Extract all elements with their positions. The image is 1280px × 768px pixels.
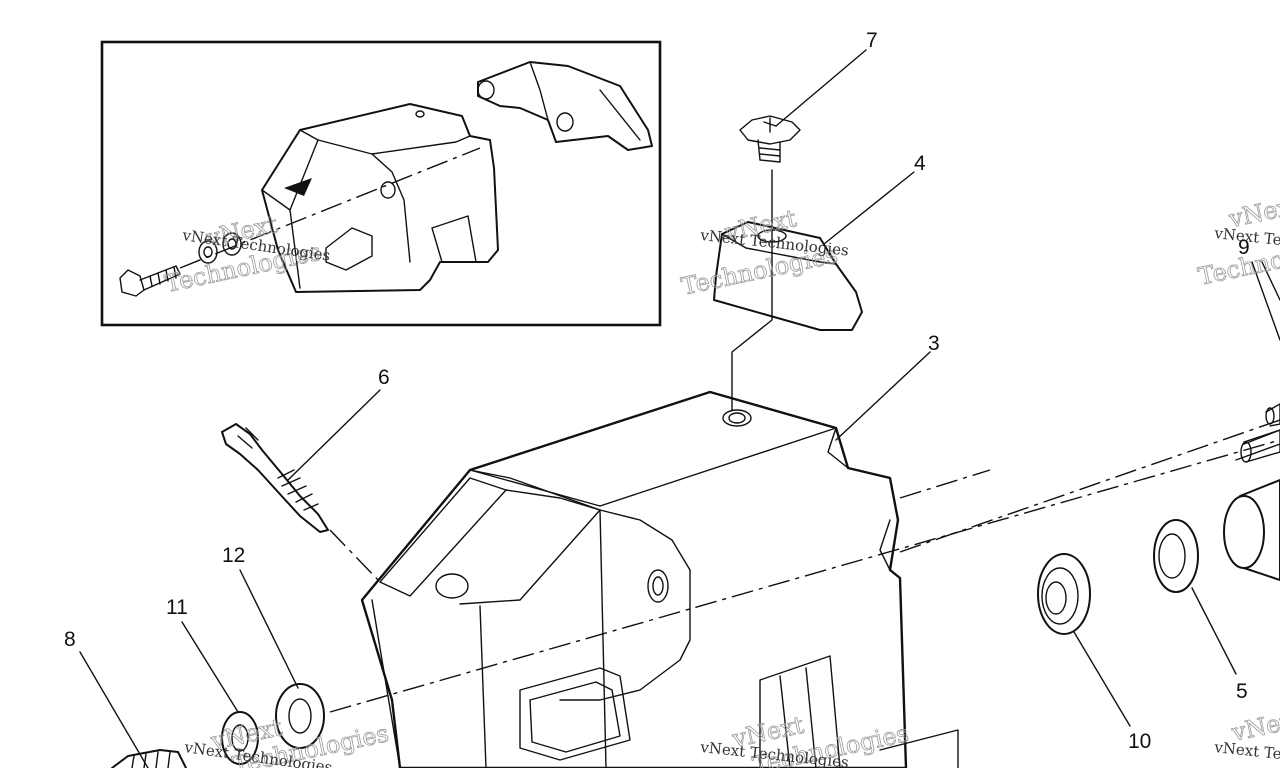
callout-5: 5 (1236, 680, 1248, 703)
callout-6: 6 (378, 366, 390, 389)
part-9-piston-and-pins (1223, 403, 1280, 581)
part-8-bolt (111, 749, 187, 768)
part-11-lockwasher (221, 711, 259, 765)
callouts: 7 4 3 6 12 11 8 9 5 10 (64, 29, 1250, 753)
lower-bracket-edge (879, 729, 959, 768)
callout-11: 11 (166, 596, 188, 619)
part-4-plate (713, 221, 863, 331)
callout-10: 10 (1128, 730, 1151, 753)
inset-bracket (477, 61, 653, 151)
callout-7: 7 (866, 29, 878, 52)
inset-caliper (261, 103, 499, 293)
part-6-bleeder (221, 423, 329, 533)
callout-9: 9 (1238, 236, 1250, 259)
inset-view (100, 40, 662, 327)
part-10-seal (1037, 553, 1091, 635)
watermark-text: vNext Technologies (1213, 738, 1280, 768)
callout-8: 8 (64, 628, 76, 651)
inset-frame (100, 40, 662, 327)
part-12-washer (275, 683, 325, 749)
axis-lines (329, 169, 1280, 713)
callout-12: 12 (222, 544, 245, 567)
part-7-screw (739, 115, 801, 163)
leader-lines (79, 49, 1280, 768)
caliper-housing (360, 390, 908, 768)
callout-3: 3 (928, 332, 940, 355)
part-5-ring (1153, 519, 1199, 593)
inset-bolt (119, 147, 481, 297)
callout-4: 4 (914, 152, 926, 175)
